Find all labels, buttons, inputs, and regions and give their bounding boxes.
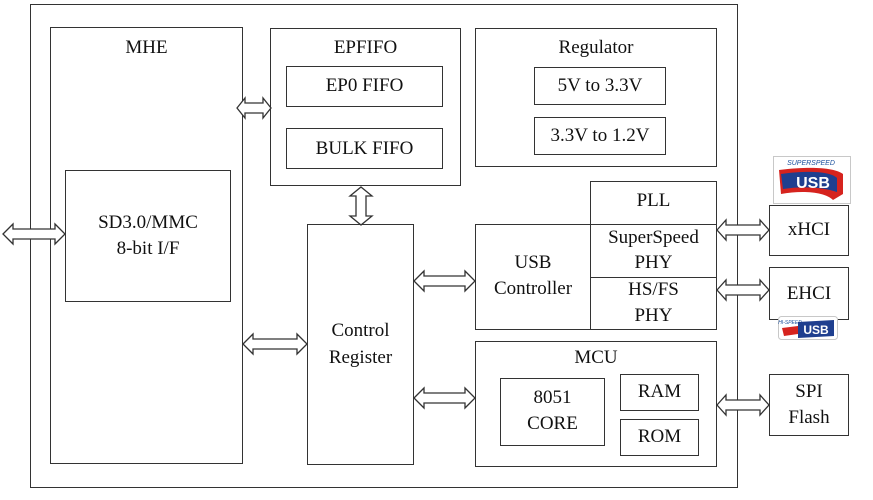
ram-block [620, 374, 699, 411]
regulator-label: Regulator [558, 37, 634, 58]
superspeed-phy-label-line1: SuperSpeed [608, 227, 699, 248]
hsfs-phy-block [590, 277, 717, 330]
8051-core-label-line1: 8051 [533, 387, 572, 408]
ep0-fifo-label: EP0 FIFO [325, 75, 404, 96]
rom-block [620, 419, 699, 456]
spi-flash-label-line2: Flash [788, 407, 830, 428]
epfifo-label: EPFIFO [333, 37, 398, 58]
usb-controller-label-line2: Controller [493, 278, 573, 299]
mhe-control-arrow [242, 332, 308, 356]
control-register-label-line1: Control [331, 320, 390, 341]
control-register-label-line2: Register [328, 347, 393, 368]
bulk-fifo-block [286, 128, 443, 169]
superspeed-logo-top-text: SUPERSPEED [787, 160, 835, 167]
superspeed-phy-block [590, 224, 717, 278]
mcu-label: MCU [574, 347, 618, 368]
hispeed-logo-top-text: HI-SPEED [778, 320, 802, 326]
sd-mmc-label-line2: 8-bit I/F [116, 238, 180, 259]
usb-controller-label-line1: USB [514, 252, 552, 273]
spi-flash-label-line1: SPI [795, 381, 823, 402]
control-register-block [307, 224, 414, 465]
8051-core-label-line2: CORE [527, 413, 578, 434]
reg-33v-block [534, 117, 666, 155]
hsfs-phy-label-line1: HS/FS [628, 279, 679, 300]
bulk-fifo-label: BULK FIFO [315, 138, 414, 159]
reg-5v-block [534, 67, 666, 105]
hispeed-usb-logo: HI-SPEED USB [778, 316, 838, 340]
mhe-epfifo-arrow [236, 96, 272, 120]
spi-flash-block [769, 374, 849, 436]
superspeed-xhci-arrow [716, 218, 770, 242]
xhci-block [769, 205, 849, 256]
ram-label: RAM [637, 381, 682, 402]
control-usb-arrow [413, 269, 476, 293]
xhci-label: xHCI [787, 219, 831, 240]
superspeed-phy-label-line2: PHY [634, 252, 673, 273]
8051-core-block [500, 378, 605, 446]
hispeed-logo-main-text: USB [803, 323, 829, 337]
epfifo-control-arrow [348, 186, 374, 226]
sd-external-arrow [2, 222, 66, 246]
reg-5v-label: 5V to 3.3V [557, 75, 643, 96]
ehci-block [769, 267, 849, 320]
usb-controller-block [475, 224, 591, 330]
pll-block [590, 181, 717, 225]
rom-label: ROM [637, 426, 682, 447]
reg-33v-label: 3.3V to 1.2V [550, 125, 650, 146]
sd-mmc-interface-block [65, 170, 231, 302]
hsfs-phy-label-line2: PHY [634, 305, 673, 326]
mcu-spi-arrow [716, 393, 770, 417]
hsfs-ehci-arrow [716, 278, 770, 302]
control-mcu-arrow [413, 386, 476, 410]
superspeed-usb-logo: SUPERSPEED USB [773, 156, 851, 204]
sd-mmc-label-line1: SD3.0/MMC [98, 212, 198, 233]
ehci-label: EHCI [786, 283, 832, 304]
superspeed-logo-main-text: USB [796, 175, 830, 192]
mhe-label: MHE [125, 37, 168, 58]
pll-label: PLL [636, 190, 671, 211]
ep0-fifo-block [286, 66, 443, 107]
